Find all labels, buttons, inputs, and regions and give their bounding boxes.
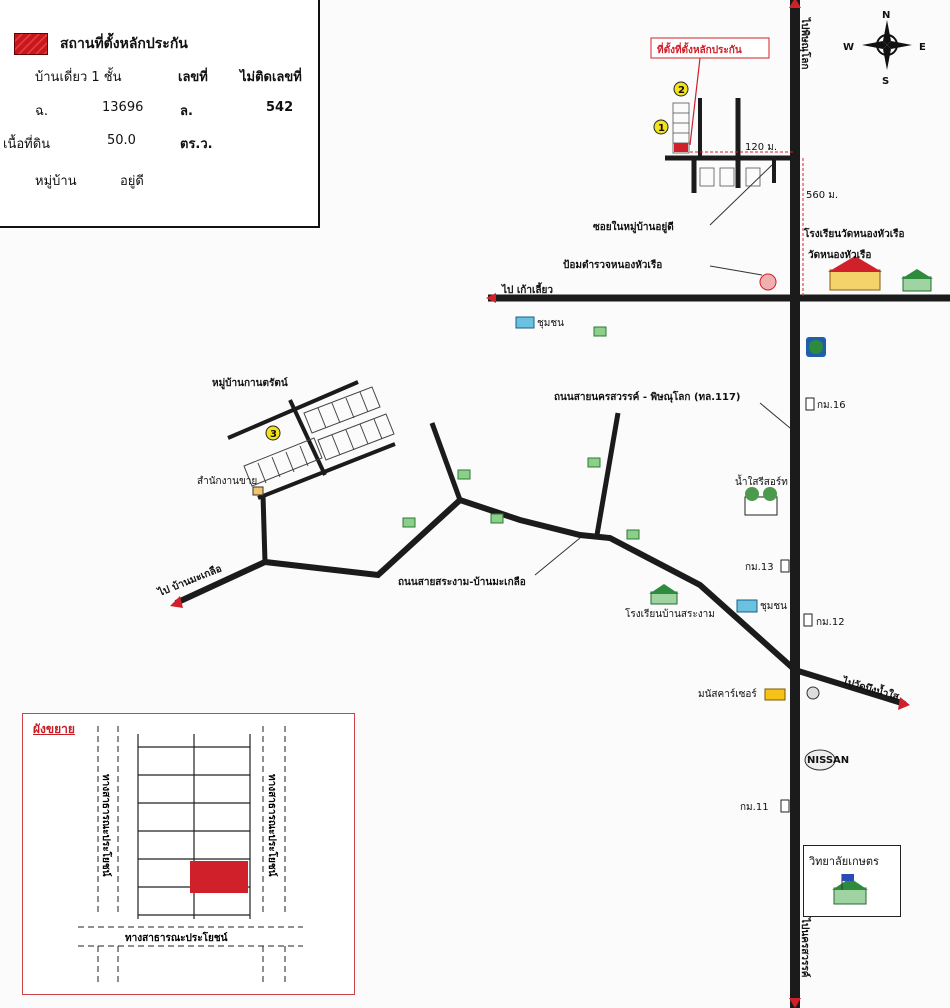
legend-area-value: 50.0 [107, 133, 136, 148]
resort-icon [744, 487, 778, 516]
inset-road-bottom: ทางสาธารณะประโยชน์ [125, 931, 228, 944]
point-3-marker [265, 425, 281, 441]
point-1-label: 1 [658, 123, 665, 134]
village-kanok-block [227, 380, 396, 500]
road-wat-bueng [794, 667, 906, 707]
label-to-wat-bueng: ไปวัดบึงน้ำใส [840, 673, 902, 703]
label-km12: กม.12 [816, 617, 845, 628]
label-school-srangam: โรงเรียนบ้านสระงาม [625, 607, 715, 620]
label-community-1: ชุมชน [537, 318, 564, 329]
label-km11: กม.11 [740, 802, 769, 813]
highway-pointer [759, 402, 791, 429]
km-post-icons [780, 397, 815, 813]
gas-station-logo [809, 340, 823, 354]
inset-title: ผังขยาย [33, 722, 75, 736]
legend-chanote-value: 13696 [102, 100, 144, 115]
label-village-kanok: หมู่บ้านกานตรัตน์ [212, 377, 288, 390]
spur-2 [594, 412, 621, 536]
sales-office-icon [252, 486, 264, 496]
inset-road-left: ทางสาธารณะประโยชน์ [100, 774, 113, 877]
legend-chanote-prefix: ฉ. [35, 104, 48, 119]
inset-drawing: ทางสาธารณะประโยชน์ ทางสาธารณะประโยชน์ ทา… [78, 726, 303, 984]
legend-col-lek-thi: เลขที่ [178, 70, 208, 85]
collateral-plot [674, 143, 688, 152]
label-km16: กม.16 [817, 400, 846, 411]
label-to-nakhonsawan: ไปนครสวรรค์ [799, 917, 812, 978]
label-road-srangam: ถนนสายสระงาม-บ้านมะเกลือ [398, 576, 526, 588]
nissan-icon [804, 749, 836, 771]
legend-village-label: หมู่บ้าน [35, 174, 77, 189]
label-sales-office: สำนักงานขาย [197, 476, 257, 487]
label-police-box: ป้อมตำรวจหนองหัวเรือ [563, 259, 662, 271]
compass-n: N [882, 10, 890, 21]
car-care-tire-icon [806, 686, 820, 700]
yudee-village-block [665, 98, 795, 193]
label-km13: กม.13 [745, 562, 774, 573]
label-to-phitsanulok: ไปพิษณุโลก [799, 17, 812, 69]
label-to-kao-liao: ไป เก้าเลี้ยว [501, 282, 553, 296]
compass-s: S [882, 76, 889, 87]
label-wat: วัดหนองหัวเรือ [808, 249, 871, 261]
legend-area-label: เนื้อที่ดิน [3, 137, 51, 152]
house-icons [402, 326, 640, 540]
srangam-pointer [534, 537, 581, 576]
dim-120-label: 120 ม. [745, 142, 777, 153]
arrow-south [789, 998, 801, 1008]
arrow-north [789, 0, 801, 8]
label-to-ban-makluea: ไป บ้านมะเกลือ [155, 562, 223, 600]
site-pointer [689, 57, 701, 146]
arrow-makluea [170, 596, 183, 608]
college-icon [832, 874, 868, 905]
collateral-site-label: ที่ตั้งที่ตั้งหลักประกัน [657, 42, 742, 56]
legend-area-unit: ตร.ว. [180, 137, 213, 152]
legend-title: สถานที่ตั้งหลักประกัน [60, 36, 188, 52]
legend-lor-prefix: ล. [180, 104, 193, 119]
school-srangam-icon [649, 584, 679, 605]
legend-col-mai-tid: ไม่ติดเลขที่ [240, 70, 302, 85]
college-box: วิทยาลัยเกษตร [803, 845, 901, 917]
point-2-marker [673, 81, 689, 97]
police-box-icon [759, 273, 777, 291]
community-1-icon [515, 316, 535, 329]
collateral-legend: สถานที่ตั้งหลักประกัน บ้านเดี่ยว 1 ชั้น … [0, 0, 320, 228]
collateral-swatch [14, 33, 48, 55]
spur-village [260, 494, 268, 563]
inset-road-right: ทางสาธารณะประโยชน์ [266, 774, 279, 877]
label-college: วิทยาลัยเกษตร [809, 855, 879, 868]
point-3-label: 3 [270, 429, 277, 440]
label-car-care: มนัสคาร์เซอร์ [698, 688, 757, 700]
arrow-east [898, 697, 910, 710]
label-soi-yudee: ซอยในหมู่บ้านอยู่ดี [593, 220, 674, 234]
arrow-west [486, 293, 496, 303]
label-school-wat: โรงเรียนวัดหนองหัวเรือ [803, 227, 905, 240]
label-nissan: NISSAN [807, 755, 849, 766]
label-community-2: ชุมชน [760, 601, 787, 612]
legend-lor-value: 542 [266, 100, 294, 115]
legend-village-value: อยู่ดี [120, 174, 144, 189]
legend-type: บ้านเดี่ยว 1 ชั้น [35, 70, 122, 85]
car-care-icon [764, 688, 786, 701]
temple-icon [828, 256, 882, 291]
point-1-marker [653, 119, 669, 135]
dim-560-label: 560 ม. [806, 190, 838, 201]
label-nam-sai-resort: น้ำใสรีสอร์ท [735, 474, 788, 488]
community-2-icon [736, 599, 758, 613]
soi-pointer [709, 164, 773, 226]
label-highway: ถนนสายนครสวรรค์ - พิษณุโลก (ทล.117) [554, 390, 741, 403]
point-2-label: 2 [678, 85, 685, 96]
inset-plan: ผังขยาย ทางสาธารณะประโยชน์ [22, 713, 355, 995]
inset-collateral-plot [190, 861, 248, 893]
collateral-callout-box [650, 37, 770, 59]
spur-1 [429, 422, 463, 501]
compass-rose [862, 20, 912, 70]
police-pointer [709, 265, 763, 276]
school-wat-icon [901, 269, 933, 292]
road-srangam [174, 496, 798, 673]
compass-e: E [919, 42, 926, 53]
compass-w: W [843, 42, 854, 53]
